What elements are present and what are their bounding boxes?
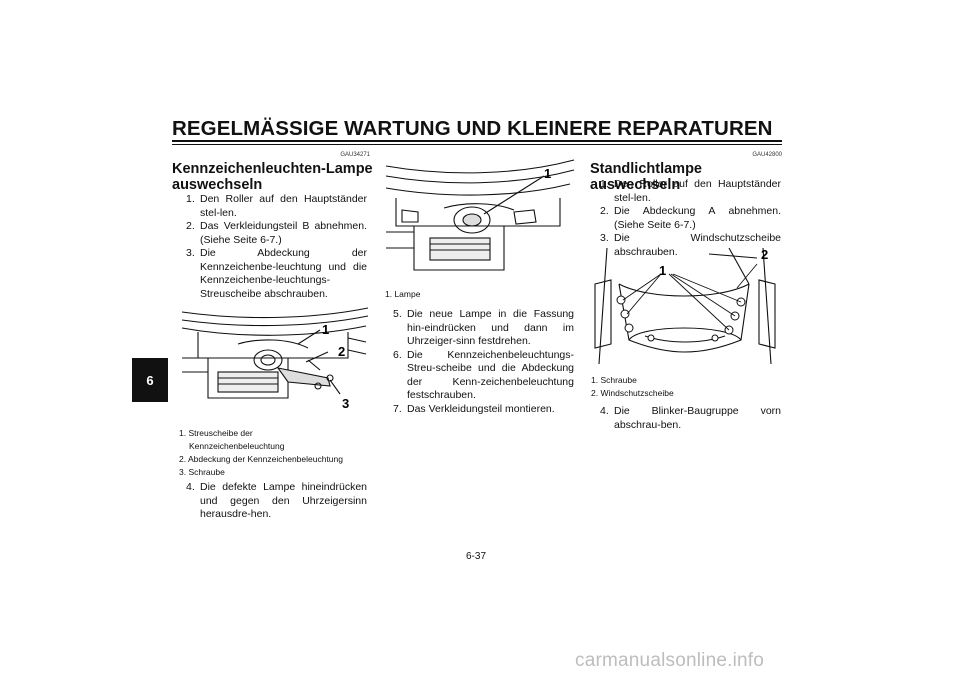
section-heading: Kennzeichenleuchten-Lampe auswechseln [172,161,382,193]
list-item: 2. Das Verkleidungsteil B abnehmen. (Sieh… [186,220,367,247]
figure-label-2: 2 [338,344,345,359]
caption: Kennzeichenbeleuchtung [189,441,285,451]
list-item: 3. Die Windschutzscheibe abschrauben. [600,232,781,259]
steps-list: 5. Die neue Lampe in die Fassung hin-eind… [393,308,574,416]
list-item: 4. Die defekte Lampe hineindrücken und ge… [186,481,367,522]
figure-label-1: 1 [544,166,551,181]
caption: 3. Schraube [179,467,225,477]
step-text: Die Abdeckung der Kennzeichenbe-leuchtun… [200,247,367,300]
section-heading-line2: auswechseln [172,177,263,193]
step-number: 4. [600,405,609,417]
list-item: 1. Den Roller auf den Hauptständer stel-l… [186,193,367,220]
step-text: Die Windschutzscheibe abschrauben. [614,232,781,258]
steps-list: 1. Den Roller auf den Hauptständer stel-l… [186,193,367,301]
step-number: 1. [186,193,195,205]
step-number: 7. [393,402,402,415]
list-item: 1. Den Roller auf den Hauptständer stel-l… [600,178,781,205]
step-number: 4. [186,481,195,493]
header-rule [172,140,782,142]
list-item: 3. Die Abdeckung der Kennzeichenbe-leucht… [186,247,367,301]
list-item: 5. Die neue Lampe in die Fassung hin-eind… [393,308,574,349]
caption: 2. Abdeckung der Kennzeichenbeleuchtung [179,454,343,464]
figure-captions: 1. Schraube 2. Windschutzscheibe [591,374,674,400]
step-text: Die Blinker-Baugruppe vorn abschrau-ben. [614,405,781,431]
page-title: REGELMÄSSIGE WARTUNG UND KLEINERE REPARA… [172,117,773,140]
page-number: 6-37 [466,551,487,562]
step-text: Die neue Lampe in die Fassung hin-eindrü… [407,308,574,347]
step-number: 3. [186,247,195,259]
list-item: 4. Die Blinker-Baugruppe vorn abschrau-be… [600,405,781,432]
section-code: GAU42800 [752,152,782,158]
step-number: 2. [600,205,609,217]
figure-captions: 1. Streuscheibe der Kennzeichenbeleuchtu… [179,427,343,479]
caption: 1. Streuscheibe der [179,428,253,438]
step-text: Den Roller auf den Hauptständer stel-len… [614,178,781,204]
step-text: Das Verkleidungsteil B abnehmen. (Siehe … [200,220,367,246]
step-number: 6. [393,348,402,361]
figure-windshield: 1 2 [589,244,781,370]
step-text: Den Roller auf den Hauptständer stel-len… [200,193,367,219]
step-number: 1. [600,178,609,190]
caption: 2. Windschutzscheibe [591,388,674,398]
figure-label-1: 1 [322,322,329,337]
caption: 1. Schraube [591,375,637,385]
figure-lamp: 1 [384,152,576,284]
section-code: GAU34271 [340,152,370,158]
step-text: Die defekte Lampe hineindrücken und gege… [200,481,367,520]
figure-license-lamp: 1 2 3 [178,298,370,422]
figure-label-2: 2 [761,247,768,262]
step-text: Die Kennzeichenbeleuchtungs-Streu-scheib… [407,348,574,402]
step-text: Das Verkleidungsteil montieren. [407,402,555,415]
list-item: 6. Die Kennzeichenbeleuchtungs-Streu-sche… [393,349,574,403]
steps-list: 4. Die defekte Lampe hineindrücken und ge… [186,481,367,522]
step-number: 2. [186,220,195,232]
figure-drawing: 1 2 3 [181,307,369,411]
section-heading-line1: Kennzeichenleuchten-Lampe [172,161,373,177]
caption: 1. Lampe [385,289,421,299]
steps-list: 1. Den Roller auf den Hauptständer stel-l… [600,178,781,259]
section-heading: Standlichtlampe auswechseln [590,161,702,193]
figure-captions: 1. Lampe [385,288,420,301]
step-number: 3. [600,232,609,244]
step-number: 5. [393,308,402,320]
list-item: 2. Die Abdeckung A abnehmen. (Siehe Seite… [600,205,781,232]
figure-drawing: 1 [385,159,575,271]
figure-label-3: 3 [342,396,349,411]
chapter-tab[interactable]: 6 [132,358,168,402]
steps-list: 4. Die Blinker-Baugruppe vorn abschrau-be… [600,405,781,432]
header-rule-thin [172,144,782,145]
figure-label-1: 1 [659,263,666,278]
watermark[interactable]: carmanualsonline.info [575,650,765,671]
step-text: Die Abdeckung A abnehmen. (Siehe Seite 6… [614,205,781,231]
list-item: 7. Das Verkleidungsteil montieren. [393,403,574,417]
figure-drawing: 1 2 [594,247,776,365]
